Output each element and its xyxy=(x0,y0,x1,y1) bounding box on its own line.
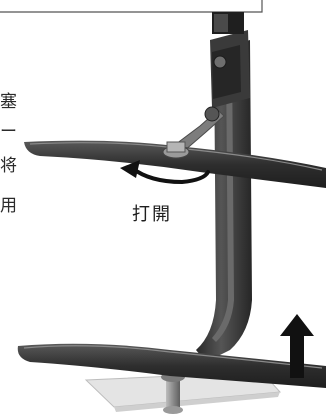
arm-joint xyxy=(204,106,220,122)
open-callout-label: 打開 xyxy=(132,204,172,225)
top-frame-line xyxy=(0,0,263,13)
center-fitting-body xyxy=(166,141,186,153)
top-clamp-face xyxy=(212,45,241,99)
margin-char-2: ー xyxy=(0,122,17,142)
margin-char-1: 塞 xyxy=(0,92,17,112)
clamp-knob xyxy=(213,55,227,69)
base-plate-edge xyxy=(114,392,280,412)
rotation-arrow-icon xyxy=(120,160,210,185)
bottom-screw xyxy=(166,378,180,410)
top-cap-highlight xyxy=(214,14,228,32)
lower-bar xyxy=(17,343,326,388)
upper-bar xyxy=(24,140,326,188)
margin-char-3: 将 xyxy=(0,156,17,176)
bottom-screw-head xyxy=(163,406,183,414)
post-highlight xyxy=(212,58,234,342)
margin-char-4: 用 xyxy=(0,196,17,216)
up-arrow-icon xyxy=(280,314,314,378)
lower-bar-highlight xyxy=(23,345,323,369)
vertical-post xyxy=(196,40,252,362)
